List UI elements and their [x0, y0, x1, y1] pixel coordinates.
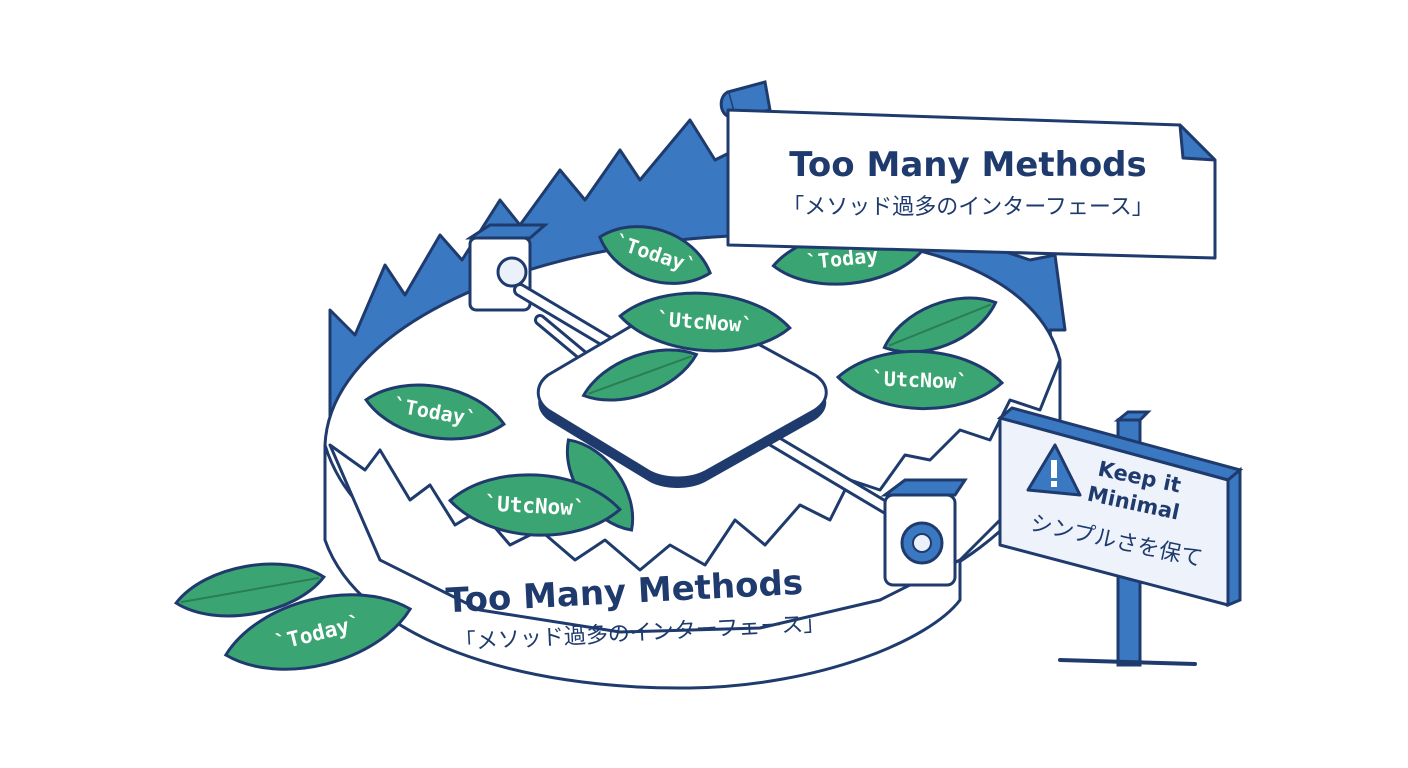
leaf-today-left: `Today`	[363, 383, 507, 441]
banner-subtitle: 「メソッド過多のインターフェース」	[782, 195, 1154, 220]
trigger-plate	[536, 306, 828, 488]
leaf-label: `UtcNow`	[484, 491, 586, 520]
leaf-utcnow-bottom: `UtcNow`	[447, 473, 623, 537]
leaf-utcnow-center: `UtcNow`	[618, 291, 792, 353]
leaf-today-bottom-left: `Today`	[223, 593, 413, 671]
banner: Too Many Methods 「メソッド過多のインターフェース」	[719, 80, 1217, 260]
leaf-plain-plate	[581, 348, 699, 402]
leaf-label: `UtcNow`	[871, 366, 968, 393]
warning-sign: Keep it Minimal シンプルさを保て	[996, 406, 1244, 667]
banner-title: Too Many Methods	[789, 145, 1147, 185]
trap-mechanism	[464, 223, 968, 587]
warning-icon	[1026, 443, 1082, 497]
leaf-utcnow-right: `UtcNow`	[835, 350, 1005, 410]
leaf-plain-bottom-left	[173, 562, 327, 618]
